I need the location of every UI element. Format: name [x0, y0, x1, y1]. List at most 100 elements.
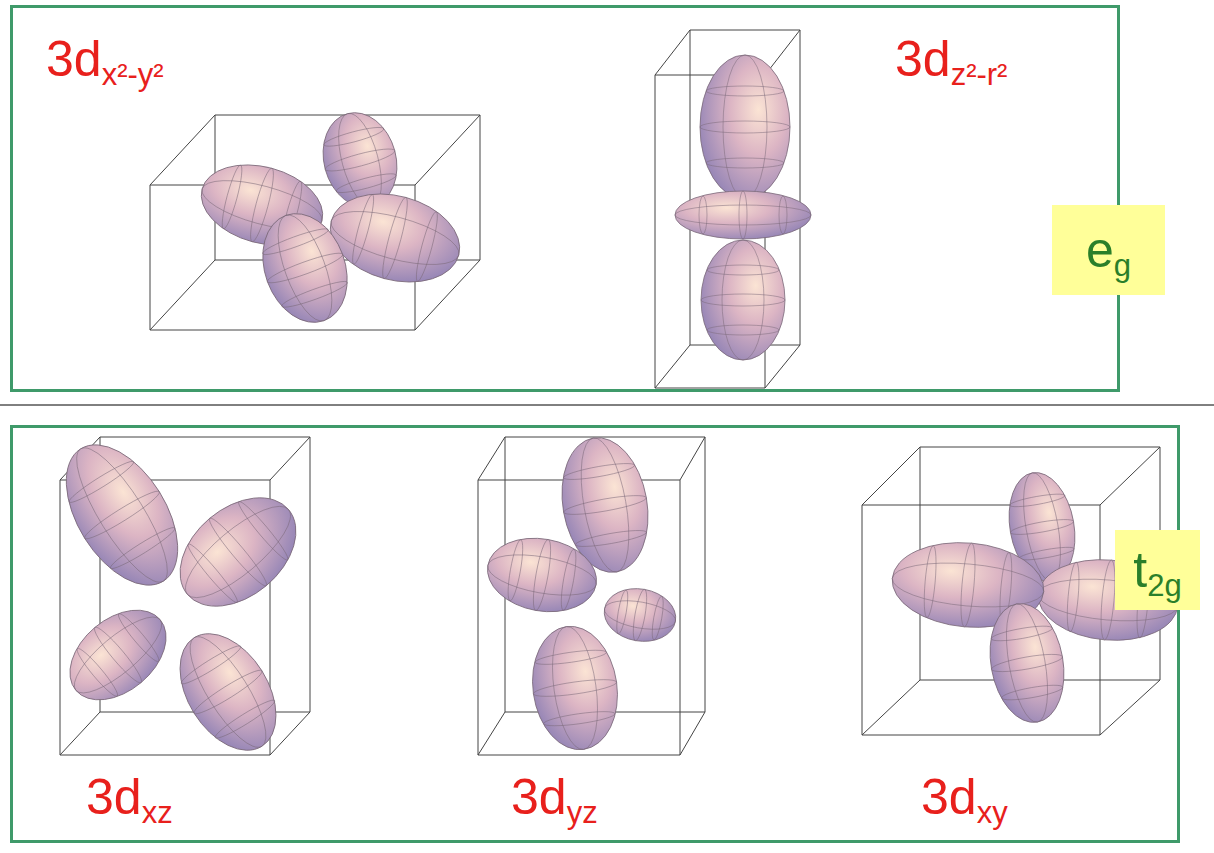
lobe-mesh [533, 676, 618, 700]
lobe-mesh [82, 487, 163, 544]
label-subscript: xz [142, 797, 173, 828]
label-main: 3d [46, 34, 102, 84]
lobe-mesh [534, 647, 607, 667]
lobe-mesh [267, 209, 343, 328]
lobe-mesh [722, 240, 764, 360]
label-subscript: z²-r² [951, 59, 1008, 90]
lobe-surface [159, 476, 317, 628]
orbital-torus [675, 191, 811, 239]
orbital-label: 3dxz [86, 772, 173, 822]
lobe-mesh [485, 548, 600, 603]
lobe-mesh [1009, 492, 1066, 510]
lobe-mesh [505, 539, 526, 602]
symmetry-label-box: eg [1052, 205, 1165, 295]
lobe-mesh [575, 527, 648, 549]
label-main: t [1133, 545, 1147, 595]
lobe-mesh [543, 709, 616, 729]
orbital-lobe [159, 476, 317, 628]
lobe-mesh [650, 596, 666, 641]
orbital-label: t2g [1133, 545, 1181, 595]
lobe-surface [525, 621, 625, 755]
lobe-mesh [324, 145, 397, 175]
lobe-mesh [413, 210, 441, 282]
torus-mesh [675, 205, 811, 225]
orbital-lobe [53, 592, 184, 718]
lobe-mesh [563, 460, 636, 482]
lobe-mesh [707, 325, 779, 335]
lobe-surface [248, 202, 361, 335]
torus-mesh [779, 196, 787, 234]
lobe-mesh [990, 623, 1053, 644]
label-main: 3d [921, 772, 977, 822]
lobe-mesh [62, 437, 182, 593]
lobe-mesh [958, 543, 977, 628]
orbital-lobe [600, 583, 680, 647]
orbital-lobe [981, 598, 1073, 729]
lobe-mesh [1018, 545, 1075, 563]
lobe-surface [482, 530, 603, 620]
lobe-mesh [261, 225, 330, 258]
lobe-mesh [349, 193, 377, 265]
lobe-mesh [707, 265, 779, 275]
lobe-surface [43, 426, 200, 605]
lobe-mesh [991, 651, 1064, 675]
lobe-mesh [173, 493, 302, 612]
separator-line [0, 405, 1214, 406]
lobe-mesh [723, 55, 767, 199]
orbital-lobe [700, 55, 790, 199]
orbital-lobe [701, 240, 785, 360]
lobe-surface [53, 592, 184, 718]
label-main: 3d [511, 772, 567, 822]
lobe-mesh [219, 164, 246, 230]
label-main: 3d [895, 34, 951, 84]
lobe-surface [160, 617, 296, 768]
lobe-surface [700, 55, 790, 199]
lobe-mesh [213, 696, 278, 742]
lobe-mesh [184, 541, 241, 606]
orbital-lobe [43, 426, 200, 605]
orbital-label: eg [1086, 225, 1131, 275]
lobe-mesh [191, 666, 265, 719]
lobe-mesh [530, 539, 554, 612]
lobe-mesh [265, 249, 344, 288]
lobe-mesh [179, 642, 244, 688]
lobe-surface [981, 598, 1073, 729]
lobe-mesh [323, 124, 385, 150]
lobe-mesh [66, 458, 136, 507]
lobe-mesh [922, 545, 938, 618]
orbital-lobe [160, 617, 296, 768]
lobe-mesh [64, 606, 171, 704]
lobe-mesh [999, 601, 1055, 725]
lobe-mesh [1065, 562, 1081, 633]
lobe-mesh [706, 86, 784, 96]
lobe-mesh [1010, 517, 1075, 538]
lobe-mesh [90, 624, 145, 687]
lobe-mesh [563, 492, 648, 518]
lobe-mesh [615, 590, 631, 635]
lobe-mesh [546, 624, 605, 753]
lobe-mesh [631, 589, 650, 642]
lobe-mesh [115, 611, 163, 665]
lobe-mesh [378, 196, 411, 280]
label-main: e [1086, 225, 1114, 275]
orbital-label: 3dx²-y² [46, 34, 164, 84]
torus-surface [675, 191, 811, 239]
lobe-mesh [701, 294, 785, 306]
orbital-group-panel: 3dxz3dyz3dxy [10, 425, 1180, 843]
lobe-mesh [602, 596, 677, 634]
lobe-surface [701, 240, 785, 360]
orbital-label: 3dyz [511, 772, 598, 822]
lobe-mesh [335, 170, 397, 196]
torus-mesh [699, 196, 707, 234]
label-subscript: xy [977, 797, 1008, 828]
orbital-label: 3dxy [921, 772, 1008, 822]
label-subscript: g [1114, 250, 1131, 281]
torus-mesh [739, 191, 747, 239]
symmetry-label-box: t2g [1115, 530, 1200, 610]
lobe-mesh [74, 645, 122, 699]
label-main: 3d [86, 772, 142, 822]
lobe-mesh [108, 524, 178, 573]
lobe-mesh [177, 627, 279, 757]
orbital-label: 3dz²-r² [895, 34, 1007, 84]
